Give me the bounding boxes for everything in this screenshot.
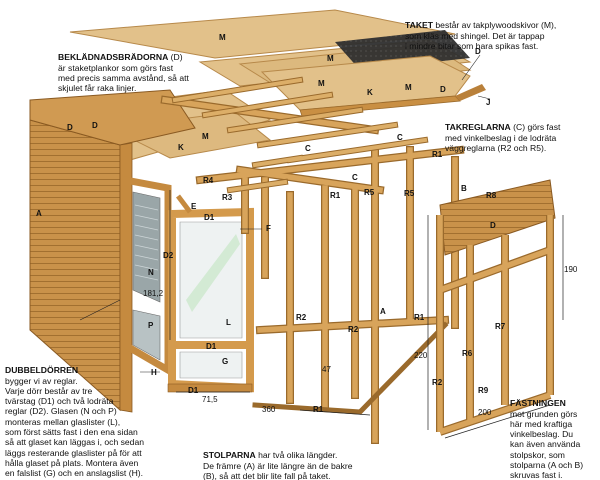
- door-left-glass: [132, 191, 161, 303]
- dim-190: 190: [564, 265, 578, 274]
- label-M1: M: [219, 33, 226, 42]
- label-C3: C: [397, 133, 403, 142]
- dim-181-2: 181,2: [143, 289, 164, 298]
- roof-edge-board-right: [455, 84, 486, 101]
- double-door: [121, 175, 254, 393]
- note-bekladnad-heading: BEKLÄDNADSBRÄDORNA: [58, 52, 169, 63]
- label-R4: R4: [203, 176, 214, 185]
- door-left-lower-glass: [132, 309, 161, 361]
- glass-reflection-lines: [134, 204, 159, 281]
- note-takreglarna: TAKREGLARNA (C) görs fast med vinkelbesl…: [445, 112, 595, 153]
- label-D-roof: D: [475, 47, 481, 56]
- part-labels: M M M M M D D D D D K K J C C C R1 R1 R1…: [36, 33, 506, 414]
- note-takreglarna-body: (C) görs fast med vinkelbeslag i de lodr…: [445, 122, 561, 153]
- roof-panel-back: [69, 9, 456, 59]
- label-J: J: [486, 98, 490, 107]
- label-A1: A: [36, 209, 42, 218]
- label-B1: B: [461, 184, 467, 193]
- label-D-roofleft: D: [67, 123, 73, 132]
- dim-71-5: 71,5: [202, 395, 218, 404]
- label-R6: R6: [462, 349, 473, 358]
- label-R8: R8: [486, 191, 497, 200]
- bottom-plate: [252, 321, 449, 415]
- label-K1: K: [367, 88, 373, 97]
- dim-200: 200: [478, 408, 492, 417]
- label-R2b: R2: [348, 325, 359, 334]
- door-right-glass-shine: [186, 234, 240, 312]
- note-bekladnad: BEKLÄDNADSBRÄDORNA (D) är staketplankor …: [58, 42, 258, 93]
- label-R5b: R5: [404, 189, 415, 198]
- label-M3: M: [318, 79, 325, 88]
- label-D-panel: D: [490, 221, 496, 230]
- label-F: F: [266, 224, 271, 233]
- label-R2c: R2: [432, 378, 443, 387]
- note-stolparna-heading: STOLPARNA: [203, 450, 256, 461]
- label-H: H: [151, 368, 157, 377]
- label-A2: A: [380, 307, 386, 316]
- label-D1a: D1: [204, 213, 215, 222]
- door-header-bar: [176, 194, 192, 214]
- note-taket: TAKET består av takplywoodskivor (M), so…: [405, 10, 595, 51]
- dimension-values: 181,2 71,5 360 47 220 200 190: [143, 265, 578, 417]
- label-E: E: [191, 202, 197, 211]
- note-takreglarna-heading: TAKREGLARNA: [445, 122, 511, 133]
- note-dubbeldorren: DUBBELDÖRREN bygger vi av reglar. Varje …: [5, 355, 190, 479]
- note-fastningen-body: mot grunden görs här med kraftiga vinkel…: [510, 408, 584, 480]
- label-D-roof2: D: [440, 85, 446, 94]
- label-R3: R3: [222, 193, 233, 202]
- label-R1d: R1: [313, 405, 324, 414]
- label-R1b: R1: [330, 191, 341, 200]
- label-M4: M: [202, 132, 209, 141]
- label-R1c: R1: [414, 313, 425, 322]
- note-bekladnad-body: (D) är staketplankor som görs fast med p…: [58, 52, 189, 94]
- label-N: N: [148, 268, 154, 277]
- label-M2: M: [327, 54, 334, 63]
- label-R2a: R2: [296, 313, 307, 322]
- label-M5: M: [405, 83, 412, 92]
- label-G: G: [222, 357, 228, 366]
- label-K2: K: [178, 143, 184, 152]
- label-R5a: R5: [364, 188, 375, 197]
- leader-lines: [79, 54, 491, 373]
- label-P: P: [148, 321, 154, 330]
- note-taket-heading: TAKET: [405, 20, 434, 31]
- left-wall-top-boards: [29, 89, 196, 146]
- label-D1c: D1: [188, 386, 199, 395]
- note-dubbeldorren-heading: DUBBELDÖRREN: [5, 365, 79, 376]
- dimension-lines: [169, 190, 564, 439]
- label-D-wall: D: [92, 121, 98, 130]
- label-R7: R7: [495, 322, 506, 331]
- note-fastningen-heading: FÄSTNINGEN: [510, 398, 566, 409]
- dim-360: 360: [262, 405, 276, 414]
- note-stolparna-body: har två olika längder. De främre (A) är …: [203, 450, 353, 480]
- label-C2: C: [352, 173, 358, 182]
- door-right-lower-glass: [179, 351, 243, 379]
- label-D2: D2: [163, 251, 174, 260]
- note-taket-body: består av takplywoodskivor (M), som kläs…: [405, 20, 557, 51]
- right-wall-panel: [436, 179, 556, 436]
- wall-frame: [160, 76, 465, 444]
- label-L: L: [226, 318, 231, 327]
- note-fastningen: FÄSTNINGEN mot grunden görs här med kraf…: [510, 388, 598, 480]
- note-stolparna: STOLPARNA har två olika längder. De främ…: [203, 440, 423, 480]
- label-R1a: R1: [432, 150, 443, 159]
- note-dubbeldorren-body: bygger vi av reglar. Varje dörr består a…: [5, 375, 145, 479]
- label-D1b: D1: [206, 342, 217, 351]
- label-R9: R9: [478, 386, 489, 395]
- dim-220: 220: [414, 351, 428, 360]
- dim-47: 47: [322, 365, 331, 374]
- label-C1: C: [305, 144, 311, 153]
